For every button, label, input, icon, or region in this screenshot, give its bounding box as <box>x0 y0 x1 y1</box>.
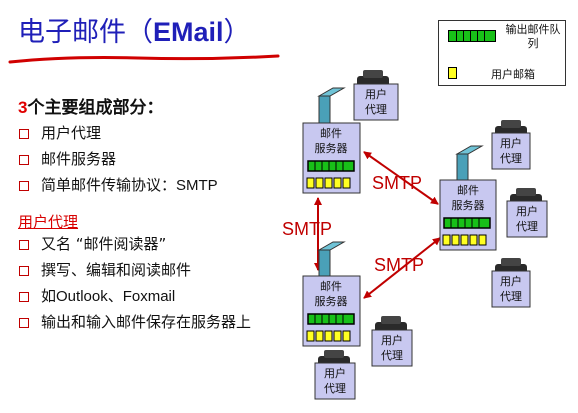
ua-label-line2: 代理 <box>500 290 522 303</box>
bullet-icon <box>19 129 29 139</box>
mailbox-legend-label: 用户邮箱 <box>491 68 535 81</box>
user-agent-5: 用户 代理 <box>371 316 413 367</box>
smtp-arrow-top-right <box>363 151 439 205</box>
ua-label-line1: 用户 <box>381 333 403 347</box>
list-item: 撰写、编辑和阅读邮件 <box>18 260 278 281</box>
smtp-label-2: SMTP <box>282 219 332 239</box>
list-item-label: 又名 “邮件阅读器” <box>41 235 167 253</box>
ua-label-line2: 代理 <box>324 382 346 395</box>
list-item-latin: SMTP <box>176 177 218 194</box>
list-item: 如Outlook、Foxmail <box>18 286 278 307</box>
list-item-label: 邮件服务器 <box>41 150 117 168</box>
legend: 输出邮件队列 用户邮箱 <box>438 20 566 86</box>
list-item: 邮件服务器 <box>18 149 218 170</box>
ua-label-line1: 用户 <box>500 274 522 288</box>
ua-label-line2: 代理 <box>381 349 403 362</box>
title-underline <box>8 54 280 64</box>
list-item-label: 如 <box>41 287 57 305</box>
user-agent-1: 用户 代理 <box>353 70 399 121</box>
components-heading: 3个主要组成部分： <box>18 93 163 118</box>
bullet-icon <box>19 155 29 165</box>
ua-label-line1: 用户 <box>500 136 522 150</box>
list-item: 输出和输入邮件保存在服务器上 <box>18 312 278 333</box>
server-label-line1: 邮件 <box>457 184 479 197</box>
server-label-line1: 邮件 <box>320 127 342 140</box>
list-item: 简单邮件传输协议：SMTP <box>18 175 218 196</box>
ua-label-line1: 用户 <box>516 204 538 218</box>
list-item-label: 用户代理 <box>41 124 102 142</box>
bullet-icon <box>19 266 29 276</box>
mailbox-legend-icon <box>448 67 457 79</box>
smtp-label-1: SMTP <box>372 173 422 193</box>
components-heading-text: 个主要组成部分： <box>27 98 164 118</box>
user-agent-2: 用户 代理 <box>491 120 531 170</box>
list-item-label: 输出和输入邮件保存在服务器上 <box>41 313 252 331</box>
title-cn: 电子邮件（ <box>18 17 153 48</box>
ua-section-title[interactable]: 用户代理 <box>18 213 79 231</box>
list-item: 用户代理 <box>18 123 218 144</box>
bullet-icon <box>19 318 29 328</box>
components-count: 3 <box>18 98 28 117</box>
components-list: 用户代理 邮件服务器 简单邮件传输协议：SMTP <box>18 123 218 201</box>
bullet-icon <box>19 240 29 250</box>
user-agent-6: 用户 代理 <box>314 350 356 400</box>
server-label-line2: 服务器 <box>315 142 348 155</box>
ua-label-line2: 代理 <box>500 152 522 165</box>
list-item-label: 撰写、编辑和阅读邮件 <box>41 261 192 279</box>
mail-server-1: 邮件 服务器 <box>302 87 361 194</box>
smtp-arrow-bottom-right <box>363 237 441 299</box>
user-agent-4: 用户 代理 <box>491 258 531 308</box>
server-label-line2: 服务器 <box>452 199 485 212</box>
list-item: 又名 “邮件阅读器” <box>18 234 278 255</box>
ua-label-line1: 用户 <box>324 366 346 380</box>
list-item-label: 简单邮件传输协议： <box>41 176 177 194</box>
ua-label-line1: 用户 <box>365 87 387 101</box>
server-label-line2: 服务器 <box>315 295 348 308</box>
mail-server-3: 邮件 服务器 <box>302 241 361 347</box>
server-label-line1: 邮件 <box>320 280 342 293</box>
bullet-icon <box>19 292 29 302</box>
user-agent-3: 用户 代理 <box>506 188 548 238</box>
smtp-label-3: SMTP <box>374 255 424 275</box>
slide-title: 电子邮件（EMail） <box>18 10 251 49</box>
title-latin: EMail <box>153 17 224 47</box>
list-item-latin: Outlook、Foxmail <box>56 288 176 305</box>
queue-legend-icon <box>448 30 496 42</box>
ua-list: 又名 “邮件阅读器” 撰写、编辑和阅读邮件 如Outlook、Foxmail 输… <box>18 234 278 338</box>
title-close: ） <box>223 17 251 48</box>
queue-legend-label: 输出邮件队列 <box>505 23 561 50</box>
ua-label-line2: 代理 <box>365 103 387 116</box>
bullet-icon <box>19 181 29 191</box>
ua-label-line2: 代理 <box>516 220 538 233</box>
mail-server-2: 邮件 服务器 <box>439 145 497 251</box>
